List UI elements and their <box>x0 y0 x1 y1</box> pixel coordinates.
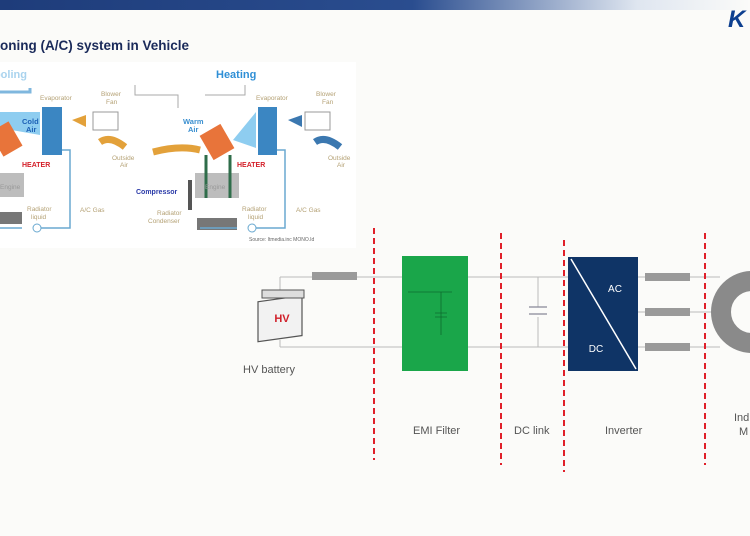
outside-air-arrow <box>97 135 128 150</box>
cooling-heading: Cooling <box>0 69 27 81</box>
outside-air-label: Air <box>337 162 346 169</box>
emi-filter-schematic-icon <box>408 291 452 335</box>
engine-label: Engine <box>205 184 226 191</box>
warm-air-label: Air <box>188 125 199 134</box>
evaporator-label: Evaporator <box>256 95 289 102</box>
inverter-dc-label: DC <box>589 344 603 355</box>
outside-air-label: Outside <box>328 155 351 162</box>
radiator-condenser-label: Condenser <box>148 218 181 225</box>
heater-core <box>0 121 23 157</box>
company-logo: K <box>728 6 746 33</box>
blower-fan-label: Blower <box>316 91 337 98</box>
source-credit: Source: Itmedia.inc MONO.Id <box>249 237 315 243</box>
heater-label: HEATER <box>22 162 50 169</box>
engine <box>195 173 239 198</box>
outside-air-label: Outside <box>112 155 135 162</box>
dc-link-capacitor-icon <box>529 306 547 315</box>
induction-motor-icon <box>711 271 750 353</box>
header-bar <box>0 0 750 10</box>
heating-heading: Heating <box>216 69 256 81</box>
blower-fan-label: Blower <box>101 91 122 98</box>
hv-battery-icon: HV <box>257 289 305 343</box>
heater-label: HEATER <box>237 162 265 169</box>
motor-label: M <box>739 426 749 438</box>
ac-gas-label: A/C Gas <box>296 207 321 214</box>
radiator-liquid-label: Radiator <box>242 206 267 213</box>
heater-core <box>199 123 235 161</box>
evaporator <box>42 107 62 155</box>
radiator-condenser <box>197 218 237 230</box>
ac-gas-label: A/C Gas <box>80 207 105 214</box>
radiator-liquid-label: liquid <box>248 214 264 221</box>
cable-segment <box>645 273 690 281</box>
radiator-liquid-label: liquid <box>31 214 47 221</box>
radiator-liquid-label: Radiator <box>27 206 52 213</box>
slide-title: oning (A/C) system in Vehicle <box>0 38 190 53</box>
engine <box>0 173 24 197</box>
evaporator-label: Evaporator <box>40 95 73 102</box>
emi-filter-block <box>402 256 468 371</box>
battery-badge: HV <box>274 313 290 325</box>
radiator-condenser-label: Radiator <box>157 210 182 217</box>
cable-segment <box>645 308 690 316</box>
motor-label: Ind <box>734 412 750 424</box>
compressor-label: Compressor <box>136 189 178 196</box>
evaporator <box>258 107 277 155</box>
cooling-diagram <box>0 88 128 233</box>
hv-battery-label: HV battery <box>243 364 295 376</box>
inverter-ac-label: AC <box>608 284 622 295</box>
warm-air-label: Warm <box>183 117 204 126</box>
compressor <box>188 180 192 210</box>
cold-air-label: Air <box>26 125 37 134</box>
blower-fan-label: Fan <box>106 99 118 106</box>
warm-air-arrow <box>152 144 201 156</box>
blower-fan-label: Fan <box>322 99 334 106</box>
emi-filter-label: EMI Filter <box>413 425 461 437</box>
heating-diagram <box>134 85 343 233</box>
outside-air-label: Air <box>120 162 129 169</box>
engine-label: Engine <box>0 184 21 191</box>
dc-link-label: DC link <box>514 425 550 437</box>
section-dividers <box>373 228 706 472</box>
cable-segment <box>645 343 690 351</box>
outside-air-arrow <box>312 135 343 150</box>
cable-segment <box>312 272 357 280</box>
inverter-label: Inverter <box>605 425 643 437</box>
cold-air-label: Cold <box>22 117 39 126</box>
